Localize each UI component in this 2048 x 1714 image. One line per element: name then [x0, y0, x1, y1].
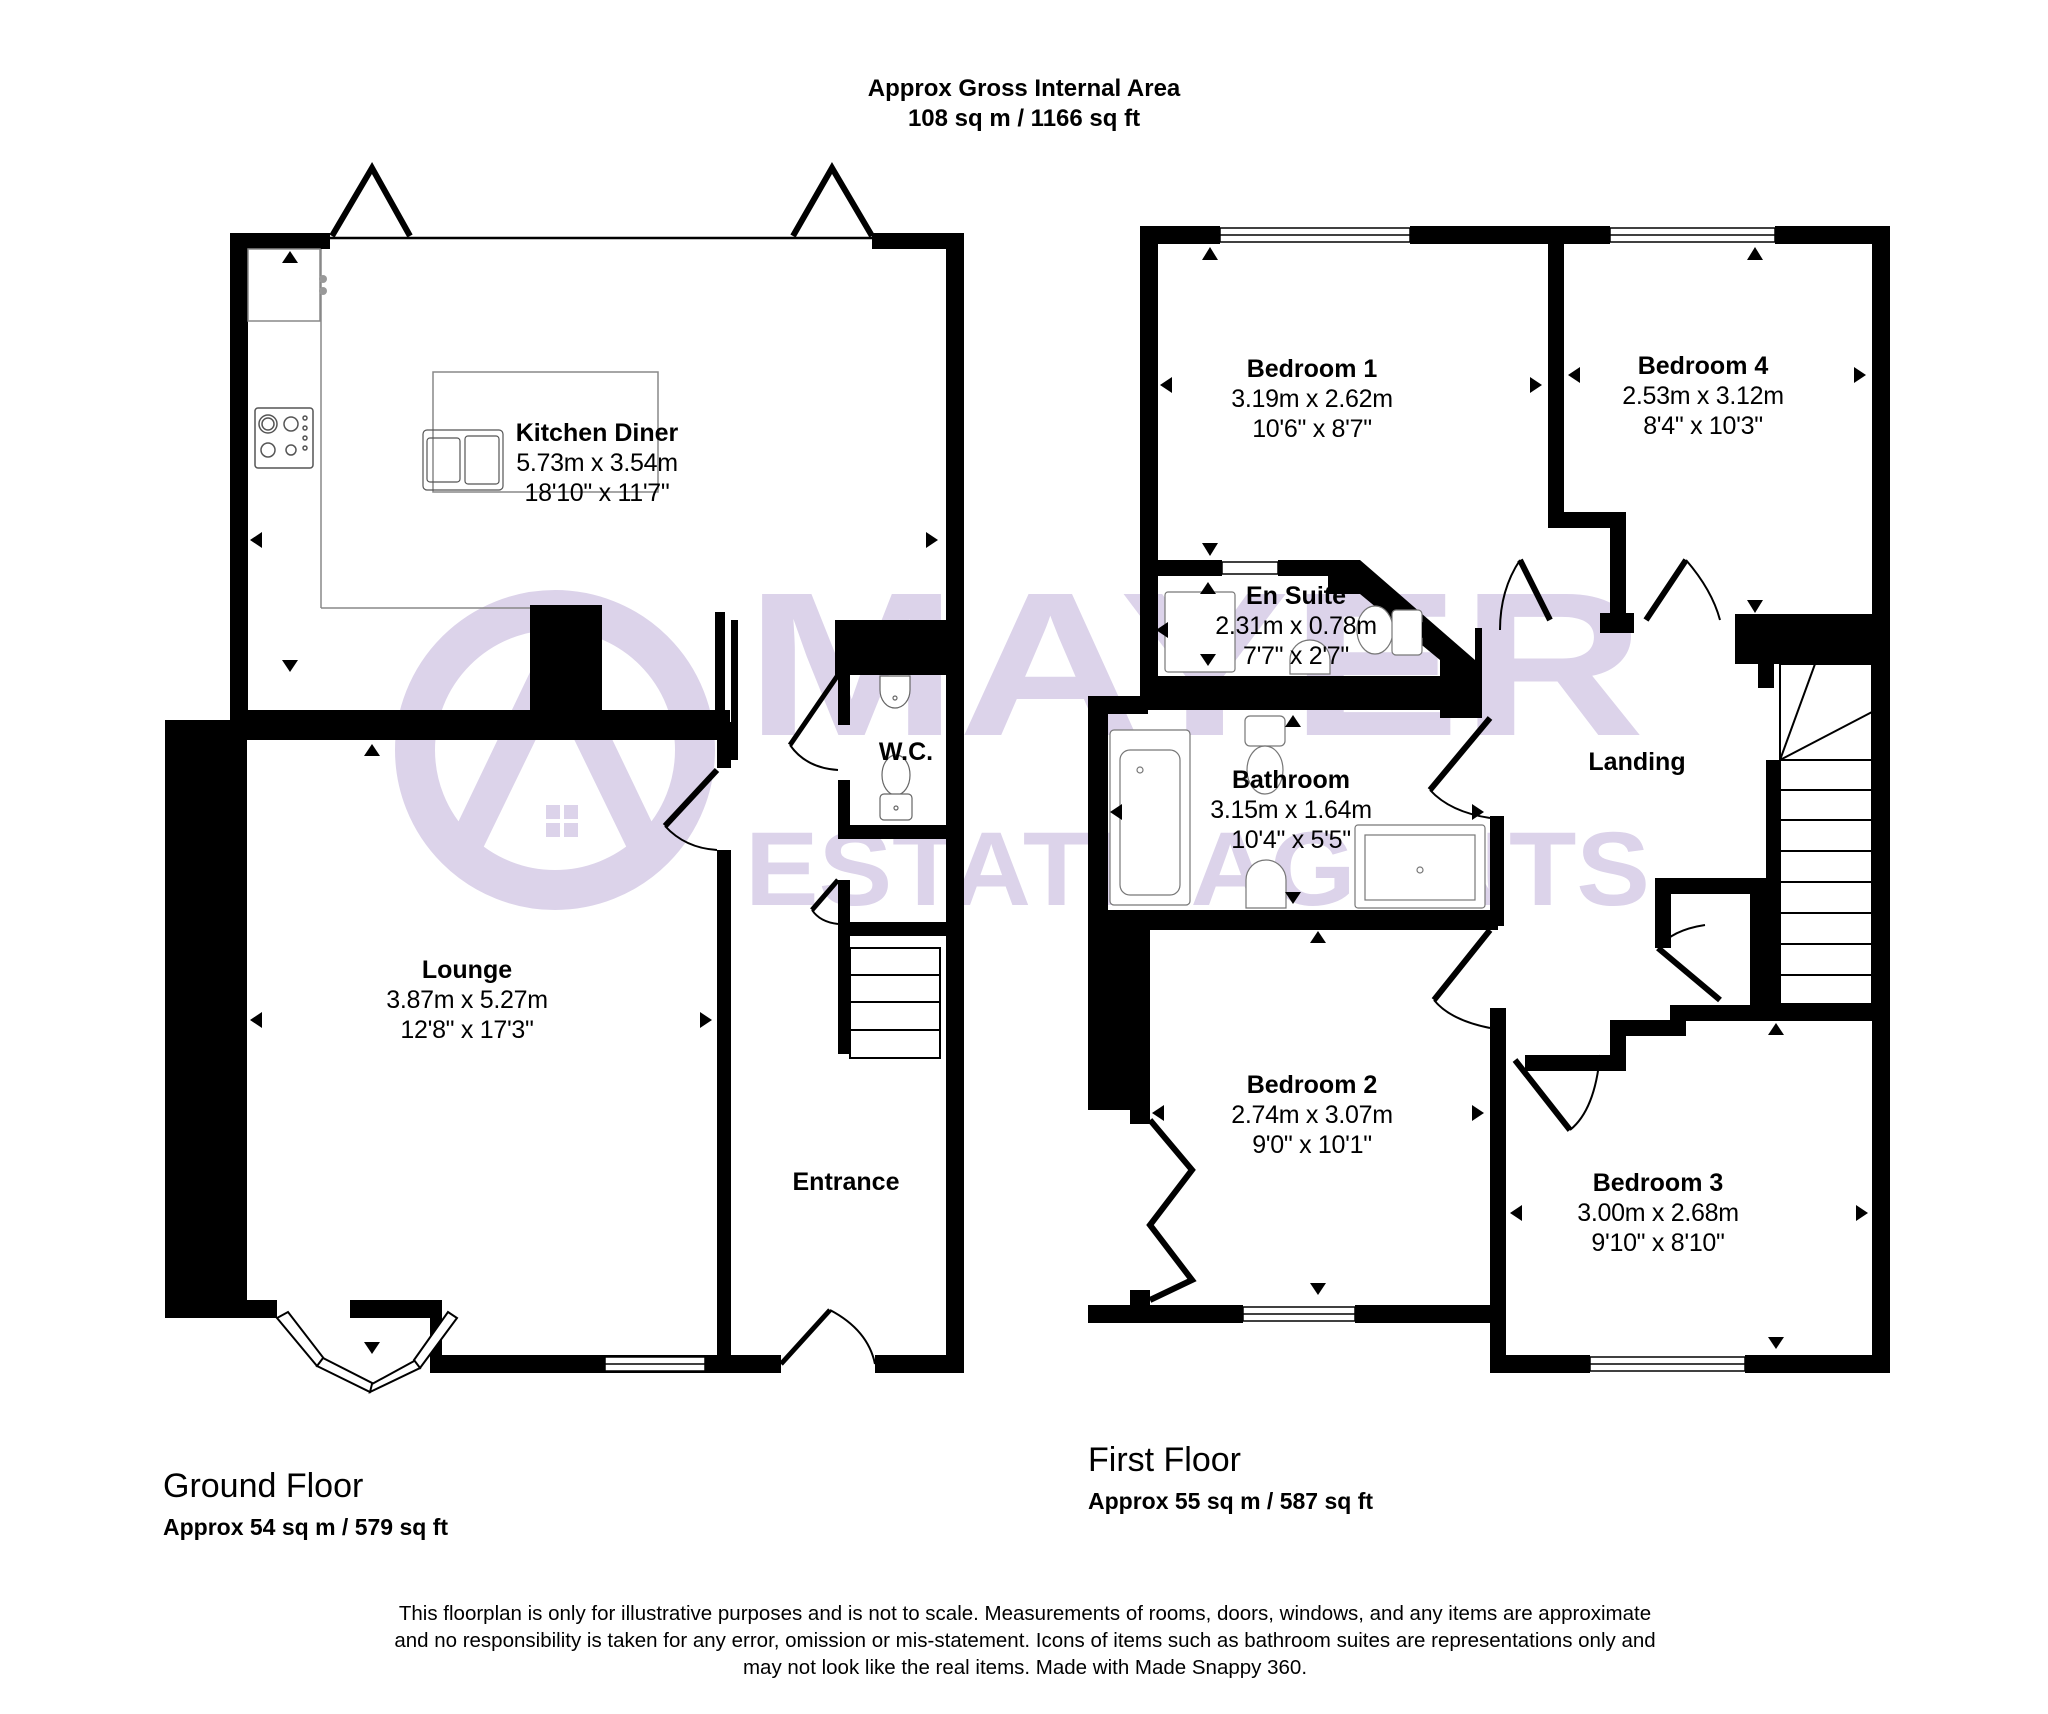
- room-name: Bedroom 4: [1637, 352, 1769, 380]
- room-name: Bathroom: [1231, 766, 1351, 794]
- room-name: Bedroom 1: [1246, 355, 1378, 383]
- room-name: Landing: [1588, 748, 1686, 776]
- bay-window: [275, 1310, 459, 1394]
- room-imperial: 10'4" x 5'5": [1231, 826, 1351, 854]
- room-metric: 2.31m x 0.78m: [1215, 612, 1377, 640]
- room-metric: 3.19m x 2.62m: [1231, 385, 1393, 413]
- first-floor-caption: First Floor Approx 55 sq m / 587 sq ft: [1088, 1440, 1373, 1516]
- wc-toilet-icon: [879, 754, 913, 821]
- front-door-icon: [779, 1308, 876, 1366]
- room-imperial: 7'7" x 2'7": [1242, 642, 1349, 670]
- disclaimer-line-2: and no responsibility is taken for any e…: [394, 1629, 1656, 1652]
- kitchen-worktop: [247, 248, 659, 609]
- room-imperial: 9'10" x 8'10": [1591, 1229, 1725, 1257]
- room-imperial: 9'0" x 10'1": [1252, 1131, 1372, 1159]
- room-imperial: 12'8" x 17'3": [400, 1016, 534, 1044]
- dimension-markers: [250, 251, 938, 1354]
- first-floor-windows: [1219, 227, 1776, 1372]
- room-metric: 3.00m x 2.68m: [1577, 1199, 1739, 1227]
- lounge-front-window: [604, 1356, 706, 1372]
- disclaimer-line-3: may not look like the real items. Made w…: [742, 1656, 1308, 1679]
- disclaimer-line-1: This floorplan is only for illustrative …: [398, 1602, 1652, 1625]
- ground-floor-area: Approx 54 sq m / 579 sq ft: [163, 1514, 449, 1540]
- room-imperial: 8'4" x 10'3": [1643, 412, 1763, 440]
- room-metric: 2.74m x 3.07m: [1231, 1101, 1393, 1129]
- first-floor-title: First Floor: [1088, 1441, 1241, 1479]
- room-name: En Suite: [1245, 582, 1346, 610]
- header-total-area: 108 sq m / 1166 sq ft: [907, 105, 1141, 132]
- room-lounge: Lounge 3.87m x 5.27m 12'8" x 17'3": [386, 955, 548, 1045]
- room-metric: 2.53m x 3.12m: [1622, 382, 1784, 410]
- room-metric: 3.15m x 1.64m: [1210, 796, 1372, 824]
- ground-stairs: [849, 947, 941, 1059]
- bathroom-fixtures: [1109, 591, 1486, 909]
- hob-icon: [254, 407, 314, 469]
- room-name: Kitchen Diner: [515, 419, 679, 447]
- wc-door-icon: [787, 673, 841, 771]
- room-metric: 5.73m x 3.54m: [516, 449, 678, 477]
- sink-icon: [422, 429, 504, 491]
- ground-floor-caption: Ground Floor Approx 54 sq m / 579 sq ft: [163, 1466, 448, 1542]
- room-wc: W.C.: [879, 737, 933, 767]
- ground-floor-plan: [165, 161, 964, 1394]
- first-floor-area: Approx 55 sq m / 587 sq ft: [1088, 1488, 1374, 1514]
- room-bedroom-1: Bedroom 1 3.19m x 2.62m 10'6" x 8'7": [1231, 354, 1393, 444]
- header-title: Approx Gross Internal Area: [867, 75, 1181, 102]
- cupboard-door-icon: [810, 878, 840, 925]
- disclaimer: This floorplan is only for illustrative …: [290, 1600, 1760, 1681]
- wc-basin-icon: [879, 675, 911, 709]
- room-bedroom-2: Bedroom 2 2.74m x 3.07m 9'0" x 10'1": [1231, 1070, 1393, 1160]
- kitchen-walls: [230, 233, 964, 1373]
- room-name: Entrance: [792, 1168, 900, 1196]
- room-name: Bedroom 3: [1592, 1169, 1724, 1197]
- ground-floor-title: Ground Floor: [163, 1467, 364, 1505]
- appliance-knobs: [319, 275, 327, 295]
- room-bathroom: Bathroom 3.15m x 1.64m 10'4" x 5'5": [1210, 765, 1372, 855]
- hall-walls: [731, 620, 964, 1373]
- room-en-suite: En Suite 2.31m x 0.78m 7'7" x 2'7": [1215, 581, 1377, 671]
- first-floor-walls: [1088, 226, 1890, 1373]
- first-floor-plan: [1088, 226, 1890, 1373]
- rear-door-icon: [329, 161, 875, 238]
- lounge-door-icon: [662, 767, 720, 851]
- room-bedroom-3: Bedroom 3 3.00m x 2.68m 9'10" x 8'10": [1577, 1168, 1739, 1258]
- room-name: W.C.: [878, 738, 934, 766]
- room-name: Bedroom 2: [1246, 1071, 1378, 1099]
- room-metric: 3.87m x 5.27m: [386, 986, 548, 1014]
- room-imperial: 10'6" x 8'7": [1252, 415, 1372, 443]
- first-floor-doors: [1146, 558, 1722, 1303]
- room-imperial: 18'10" x 11'7": [524, 479, 670, 507]
- room-landing: Landing: [1588, 747, 1685, 777]
- room-name: Lounge: [421, 956, 513, 984]
- gross-area-header: Approx Gross Internal Area 108 sq m / 11…: [0, 74, 2048, 134]
- room-bedroom-4: Bedroom 4 2.53m x 3.12m 8'4" x 10'3": [1622, 351, 1784, 441]
- room-kitchen-diner: Kitchen Diner 5.73m x 3.54m 18'10" x 11'…: [516, 418, 679, 508]
- dimension-markers: [1110, 247, 1868, 1349]
- first-stairs: [1779, 663, 1873, 1005]
- lounge-walls: [165, 720, 745, 1373]
- room-entrance: Entrance: [793, 1167, 900, 1197]
